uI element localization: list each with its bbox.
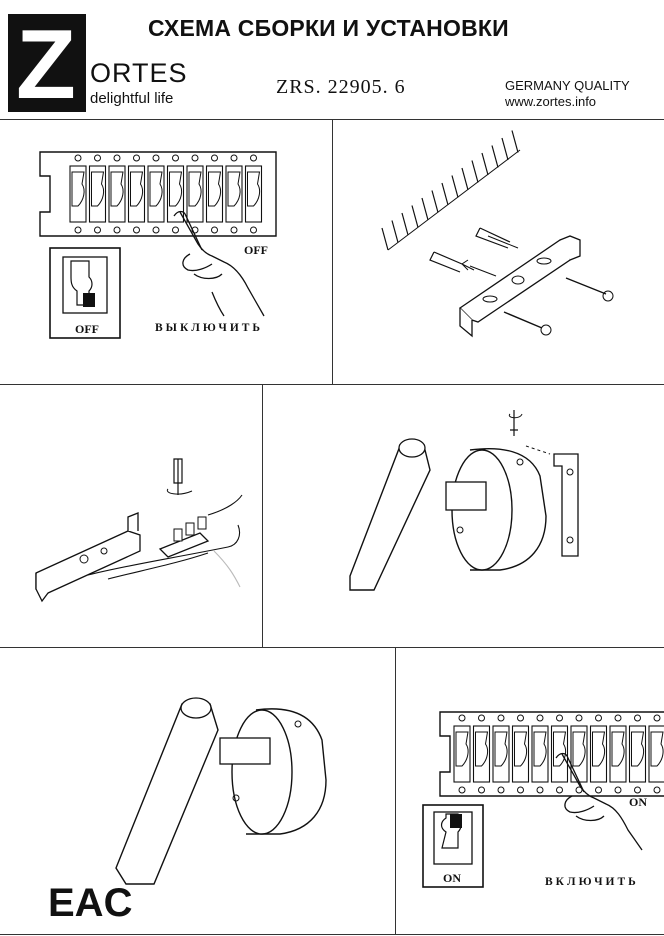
step-off-instruction: ВЫКЛЮЧИТЬ [155,322,264,334]
quality-block: GERMANY QUALITY www.zortes.info [505,78,630,110]
brand-tagline: delightful life [90,90,174,107]
hand-pointer-icon [173,210,265,317]
divider-col-row2 [262,384,263,647]
brand-name: ORTES [90,58,188,88]
breaker-panel-off-icon [39,151,277,237]
svg-text:Z: Z [16,9,76,119]
lamp-assembled-icon [115,697,327,885]
switch-on-icon [422,804,484,888]
svg-text:EAC: EAC [48,881,132,925]
breaker-off-label: OFF [244,243,268,257]
switch-on-label: ON [443,871,461,885]
switch-off-icon [49,247,121,339]
switch-off-label: OFF [75,322,99,336]
quality-label: GERMANY QUALITY [505,78,630,93]
divider-col-row3 [395,647,396,934]
page-title: СХЕМА СБОРКИ И УСТАНОВКИ [148,15,509,41]
divider-bottom [0,934,664,935]
divider-row2 [0,647,664,648]
step-on-instruction: ВКЛЮЧИТЬ [545,876,639,888]
wall-mounting-icon [381,130,614,338]
divider-col-row1 [332,119,333,384]
website-link: www.zortes.info [505,94,597,109]
divider-row1 [0,384,664,385]
hand-pointer-on-icon [555,752,643,851]
lamp-mount-icon [349,410,579,591]
brand-logo-z-icon: Z [8,9,86,119]
breaker-on-label: ON [629,795,647,809]
wiring-terminal-icon [35,458,243,603]
model-number: ZRS. 22905. 6 [276,76,406,98]
eac-mark-icon: EAC [48,881,132,925]
